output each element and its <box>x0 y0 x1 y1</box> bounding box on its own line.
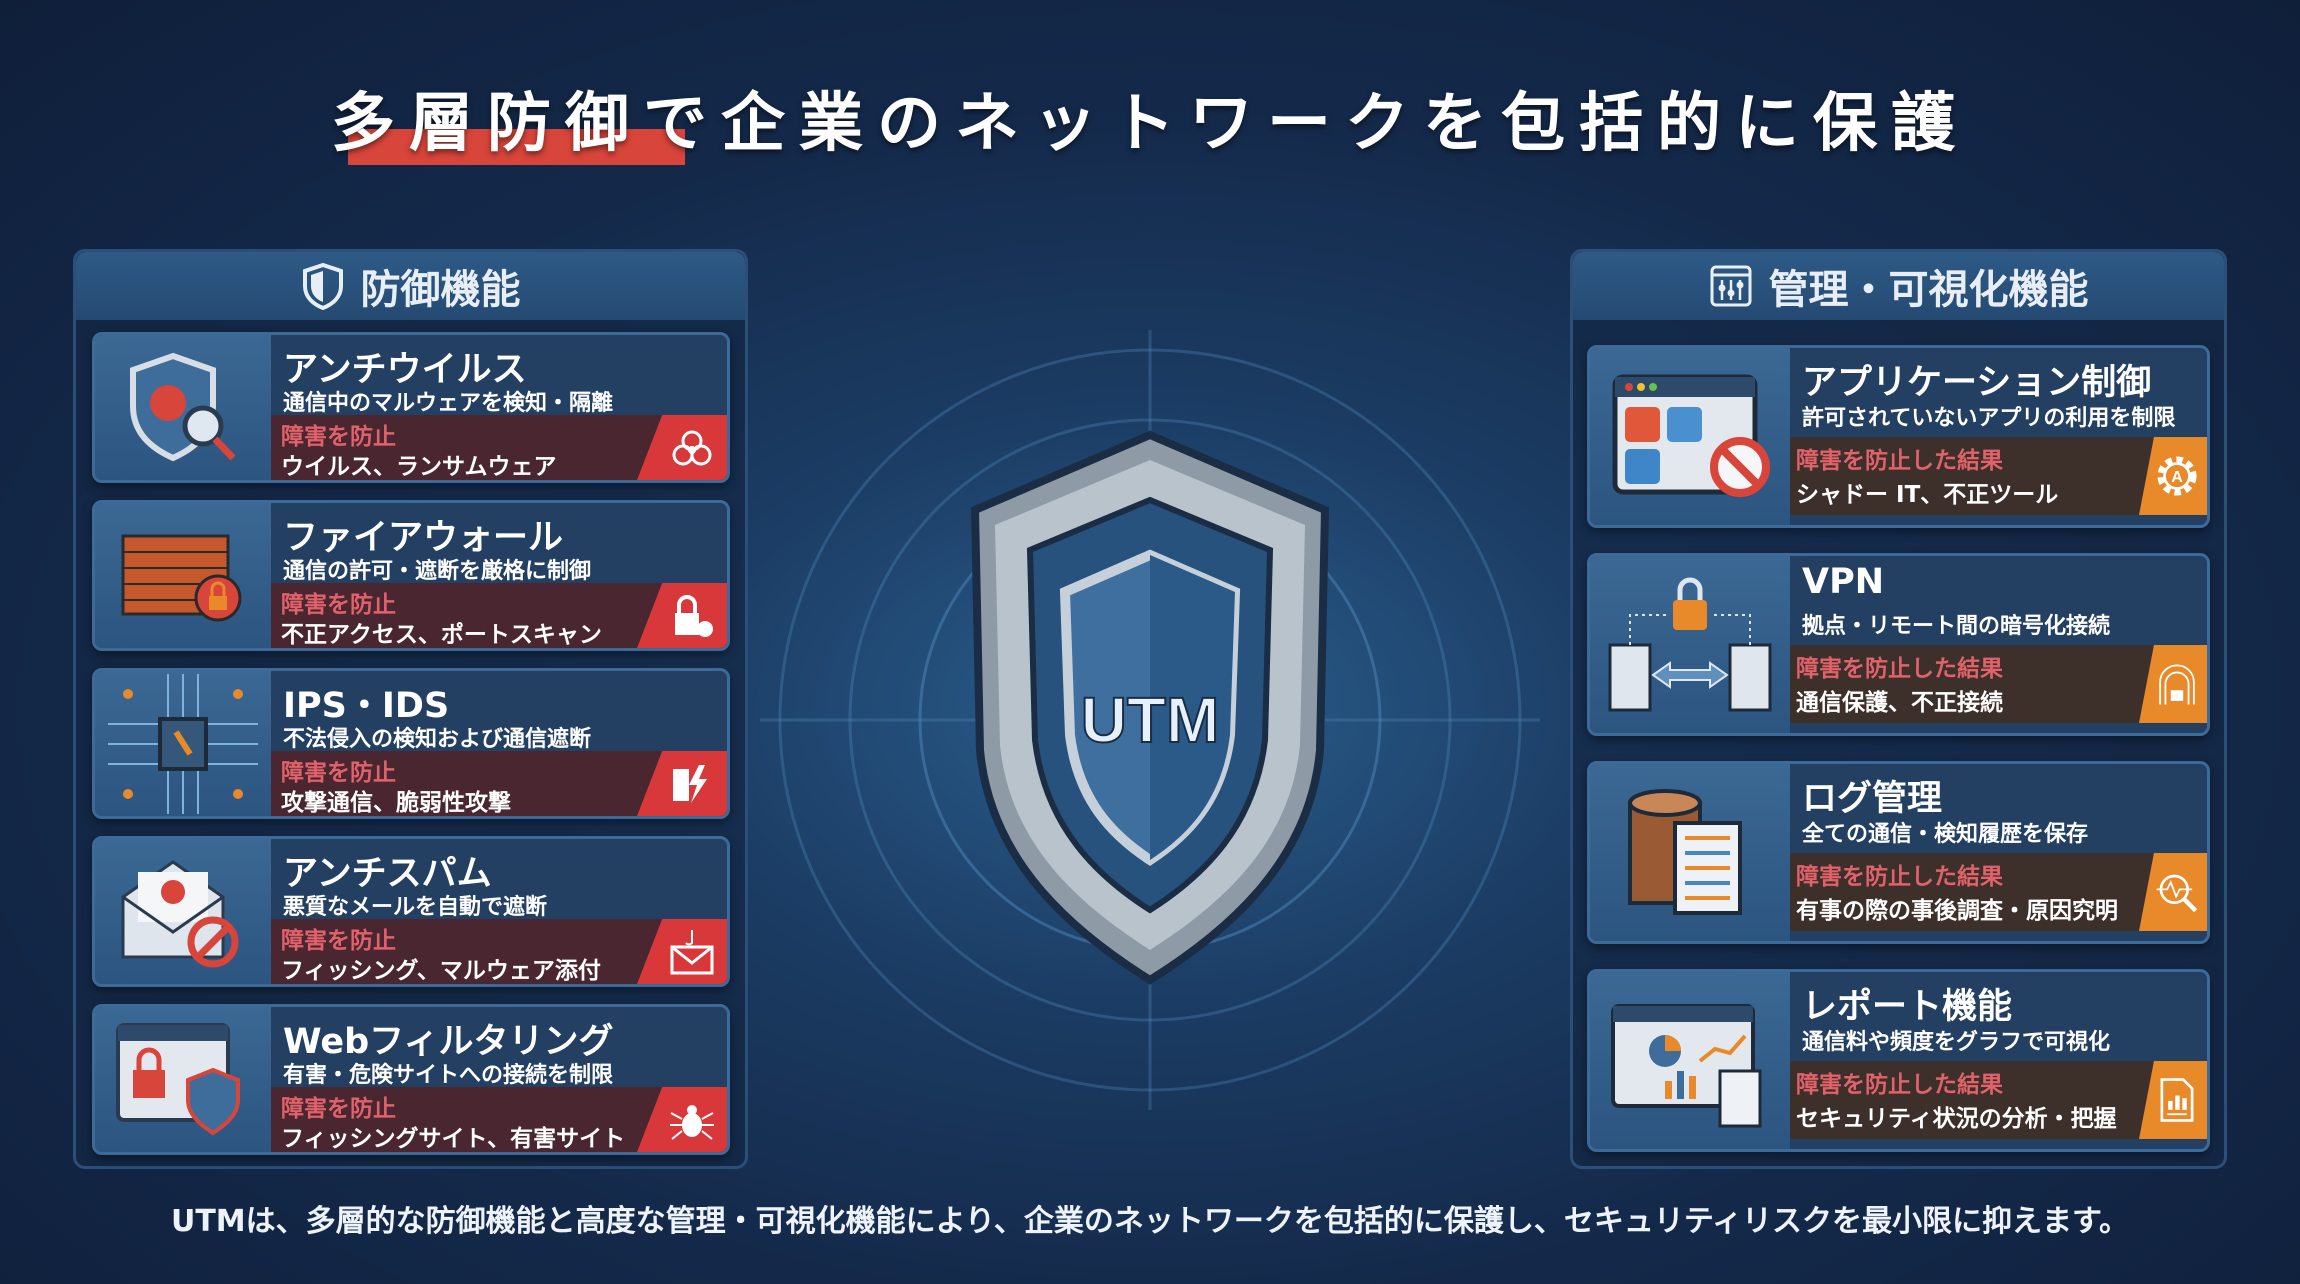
prevention-label: 障害を防止した結果 <box>1796 1072 2003 1098</box>
feature-card-mail-block: アンチスパム 悪質なメールを自動で遮断 障害を防止 フィッシング、マルウェア添付 <box>92 836 730 987</box>
feature-name: レポート機能 <box>1802 987 2013 1027</box>
management-panel-title: 管理・可視化機能 <box>1768 267 2089 313</box>
tunnel-lock-icon <box>2139 645 2207 723</box>
prevention-band: 障害を防止した結果 有事の際の事後調査・原因究明 <box>1790 853 2207 931</box>
feature-card-vpn-buildings: VPN 拠点・リモート間の暗号化接続 障害を防止した結果 通信保護、不正接続 <box>1587 553 2210 736</box>
prevention-value: フィッシング、マルウェア添付 <box>281 958 601 984</box>
feature-name: アンチウイルス <box>283 350 527 390</box>
phishing-mail-icon <box>637 919 727 984</box>
prevention-value: フィッシングサイト、有害サイト <box>281 1126 626 1152</box>
bug-icon <box>637 1087 727 1152</box>
prevention-label: 障害を防止 <box>281 760 396 786</box>
shield-icon <box>302 262 343 310</box>
report-doc-icon <box>2139 1061 2207 1139</box>
prevention-value: 有事の際の事後調査・原因究明 <box>1796 898 2118 924</box>
management-panel-header: 管理・可視化機能 <box>1573 252 2224 320</box>
feature-card-virus-shield: アンチウイルス 通信中のマルウェアを検知・隔離 障害を防止 ウイルス、ランサムウ… <box>92 332 730 483</box>
summary-text: UTMは、多層的な防御機能と高度な管理・可視化機能により、企業のネットワークを包… <box>170 1204 2130 1239</box>
feature-description: 拠点・リモート間の暗号化接続 <box>1802 614 2111 639</box>
svg-text:A: A <box>2171 469 2183 486</box>
biohazard-icon <box>637 415 727 480</box>
app-block-icon <box>1590 348 1790 525</box>
prevention-band: 障害を防止した結果 セキュリティ状況の分析・把握 <box>1790 1061 2207 1139</box>
report-dashboard-icon <box>1590 972 1790 1149</box>
defense-panel: 防御機能 アンチウイルス 通信中のマルウェアを検知・隔離 障害を防止 ウイルス、… <box>73 249 748 1169</box>
prevention-band: 障害を防止 フィッシング、マルウェア添付 <box>271 919 727 984</box>
feature-description: 通信料や頻度をグラフで可視化 <box>1802 1030 2111 1055</box>
prevention-value: 通信保護、不正接続 <box>1796 690 2003 716</box>
feature-card-log-scroll: ログ管理 全ての通信・検知履歴を保存 障害を防止した結果 有事の際の事後調査・原… <box>1587 761 2210 944</box>
virus-shield-icon <box>95 335 271 480</box>
feature-name: IPS・IDS <box>283 686 450 726</box>
feature-name: ファイアウォール <box>283 518 564 558</box>
prevention-value: ウイルス、ランサムウェア <box>281 454 557 480</box>
sliders-icon <box>1710 265 1751 307</box>
prevention-value: 不正アクセス、ポートスキャン <box>281 622 602 648</box>
search-pulse-icon <box>2139 853 2207 931</box>
prevention-band: 障害を防止 攻撃通信、脆弱性攻撃 <box>271 751 727 816</box>
management-panel: 管理・可視化機能 アプリケーション制御 許可されていないアプリの利用を制限 A … <box>1570 249 2227 1169</box>
feature-name: ログ管理 <box>1802 779 1943 819</box>
feature-card-browser-lock: Webフィルタリング 有害・危険サイトへの接続を制限 障害を防止 フィッシングサ… <box>92 1004 730 1155</box>
prevention-label: 障害を防止 <box>281 592 396 618</box>
feature-description: 通信中のマルウェアを検知・隔離 <box>283 391 614 416</box>
browser-lock-icon <box>95 1007 271 1152</box>
feature-description: 通信の許可・遮断を厳格に制御 <box>283 559 592 584</box>
circuit-chip-icon <box>95 671 271 816</box>
lightning-icon <box>637 751 727 816</box>
prevention-label: 障害を防止 <box>281 1096 396 1122</box>
prevention-band: 障害を防止 ウイルス、ランサムウェア <box>271 415 727 480</box>
feature-description: 全ての通信・検知履歴を保存 <box>1802 822 2089 847</box>
brick-wall-lock-icon <box>95 503 271 648</box>
feature-description: 不法侵入の検知および通信遮断 <box>283 727 592 752</box>
prevention-value: セキュリティ状況の分析・把握 <box>1796 1106 2117 1132</box>
prevention-label: 障害を防止 <box>281 928 396 954</box>
feature-name: アンチスパム <box>283 854 492 894</box>
feature-description: 有害・危険サイトへの接続を制限 <box>283 1063 614 1088</box>
feature-name: VPN <box>1802 562 1885 602</box>
feature-card-circuit-chip: IPS・IDS 不法侵入の検知および通信遮断 障害を防止 攻撃通信、脆弱性攻撃 <box>92 668 730 819</box>
prevention-band: 障害を防止 不正アクセス、ポートスキャン <box>271 583 727 648</box>
page-title: 多層防御で企業のネットワークを包括的に保護 <box>331 87 1969 161</box>
utm-label: UTM <box>1081 684 1220 756</box>
utm-emblem: UTM <box>760 330 1540 1110</box>
prevention-value: 攻撃通信、脆弱性攻撃 <box>281 790 511 816</box>
title-underline <box>348 129 685 165</box>
feature-card-report-dashboard: レポート機能 通信料や頻度をグラフで可視化 障害を防止した結果 セキュリティ状況… <box>1587 969 2210 1152</box>
defense-panel-header: 防御機能 <box>76 252 745 320</box>
gear-icon: A <box>2139 437 2207 515</box>
feature-description: 許可されていないアプリの利用を制限 <box>1802 406 2176 431</box>
feature-name: アプリケーション制御 <box>1802 363 2152 403</box>
prevention-band: A 障害を防止した結果 シャドー IT、不正ツール <box>1790 437 2207 515</box>
feature-description: 悪質なメールを自動で遮断 <box>283 895 548 920</box>
feature-card-app-block: アプリケーション制御 許可されていないアプリの利用を制限 A 障害を防止した結果… <box>1587 345 2210 528</box>
vpn-buildings-icon <box>1590 556 1790 733</box>
prevention-label: 障害を防止した結果 <box>1796 656 2003 682</box>
prevention-label: 障害を防止 <box>281 424 396 450</box>
feature-name: Webフィルタリング <box>283 1022 614 1062</box>
mail-block-icon <box>95 839 271 984</box>
prevention-band: 障害を防止 フィッシングサイト、有害サイト <box>271 1087 727 1152</box>
feature-card-brick-wall-lock: ファイアウォール 通信の許可・遮断を厳格に制御 障害を防止 不正アクセス、ポート… <box>92 500 730 651</box>
prevention-label: 障害を防止した結果 <box>1796 864 2003 890</box>
prevention-value: シャドー IT、不正ツール <box>1796 482 2059 508</box>
lock-icon <box>637 583 727 648</box>
prevention-band: 障害を防止した結果 通信保護、不正接続 <box>1790 645 2207 723</box>
log-scroll-icon <box>1590 764 1790 941</box>
defense-panel-title: 防御機能 <box>360 267 521 313</box>
prevention-label: 障害を防止した結果 <box>1796 448 2003 474</box>
